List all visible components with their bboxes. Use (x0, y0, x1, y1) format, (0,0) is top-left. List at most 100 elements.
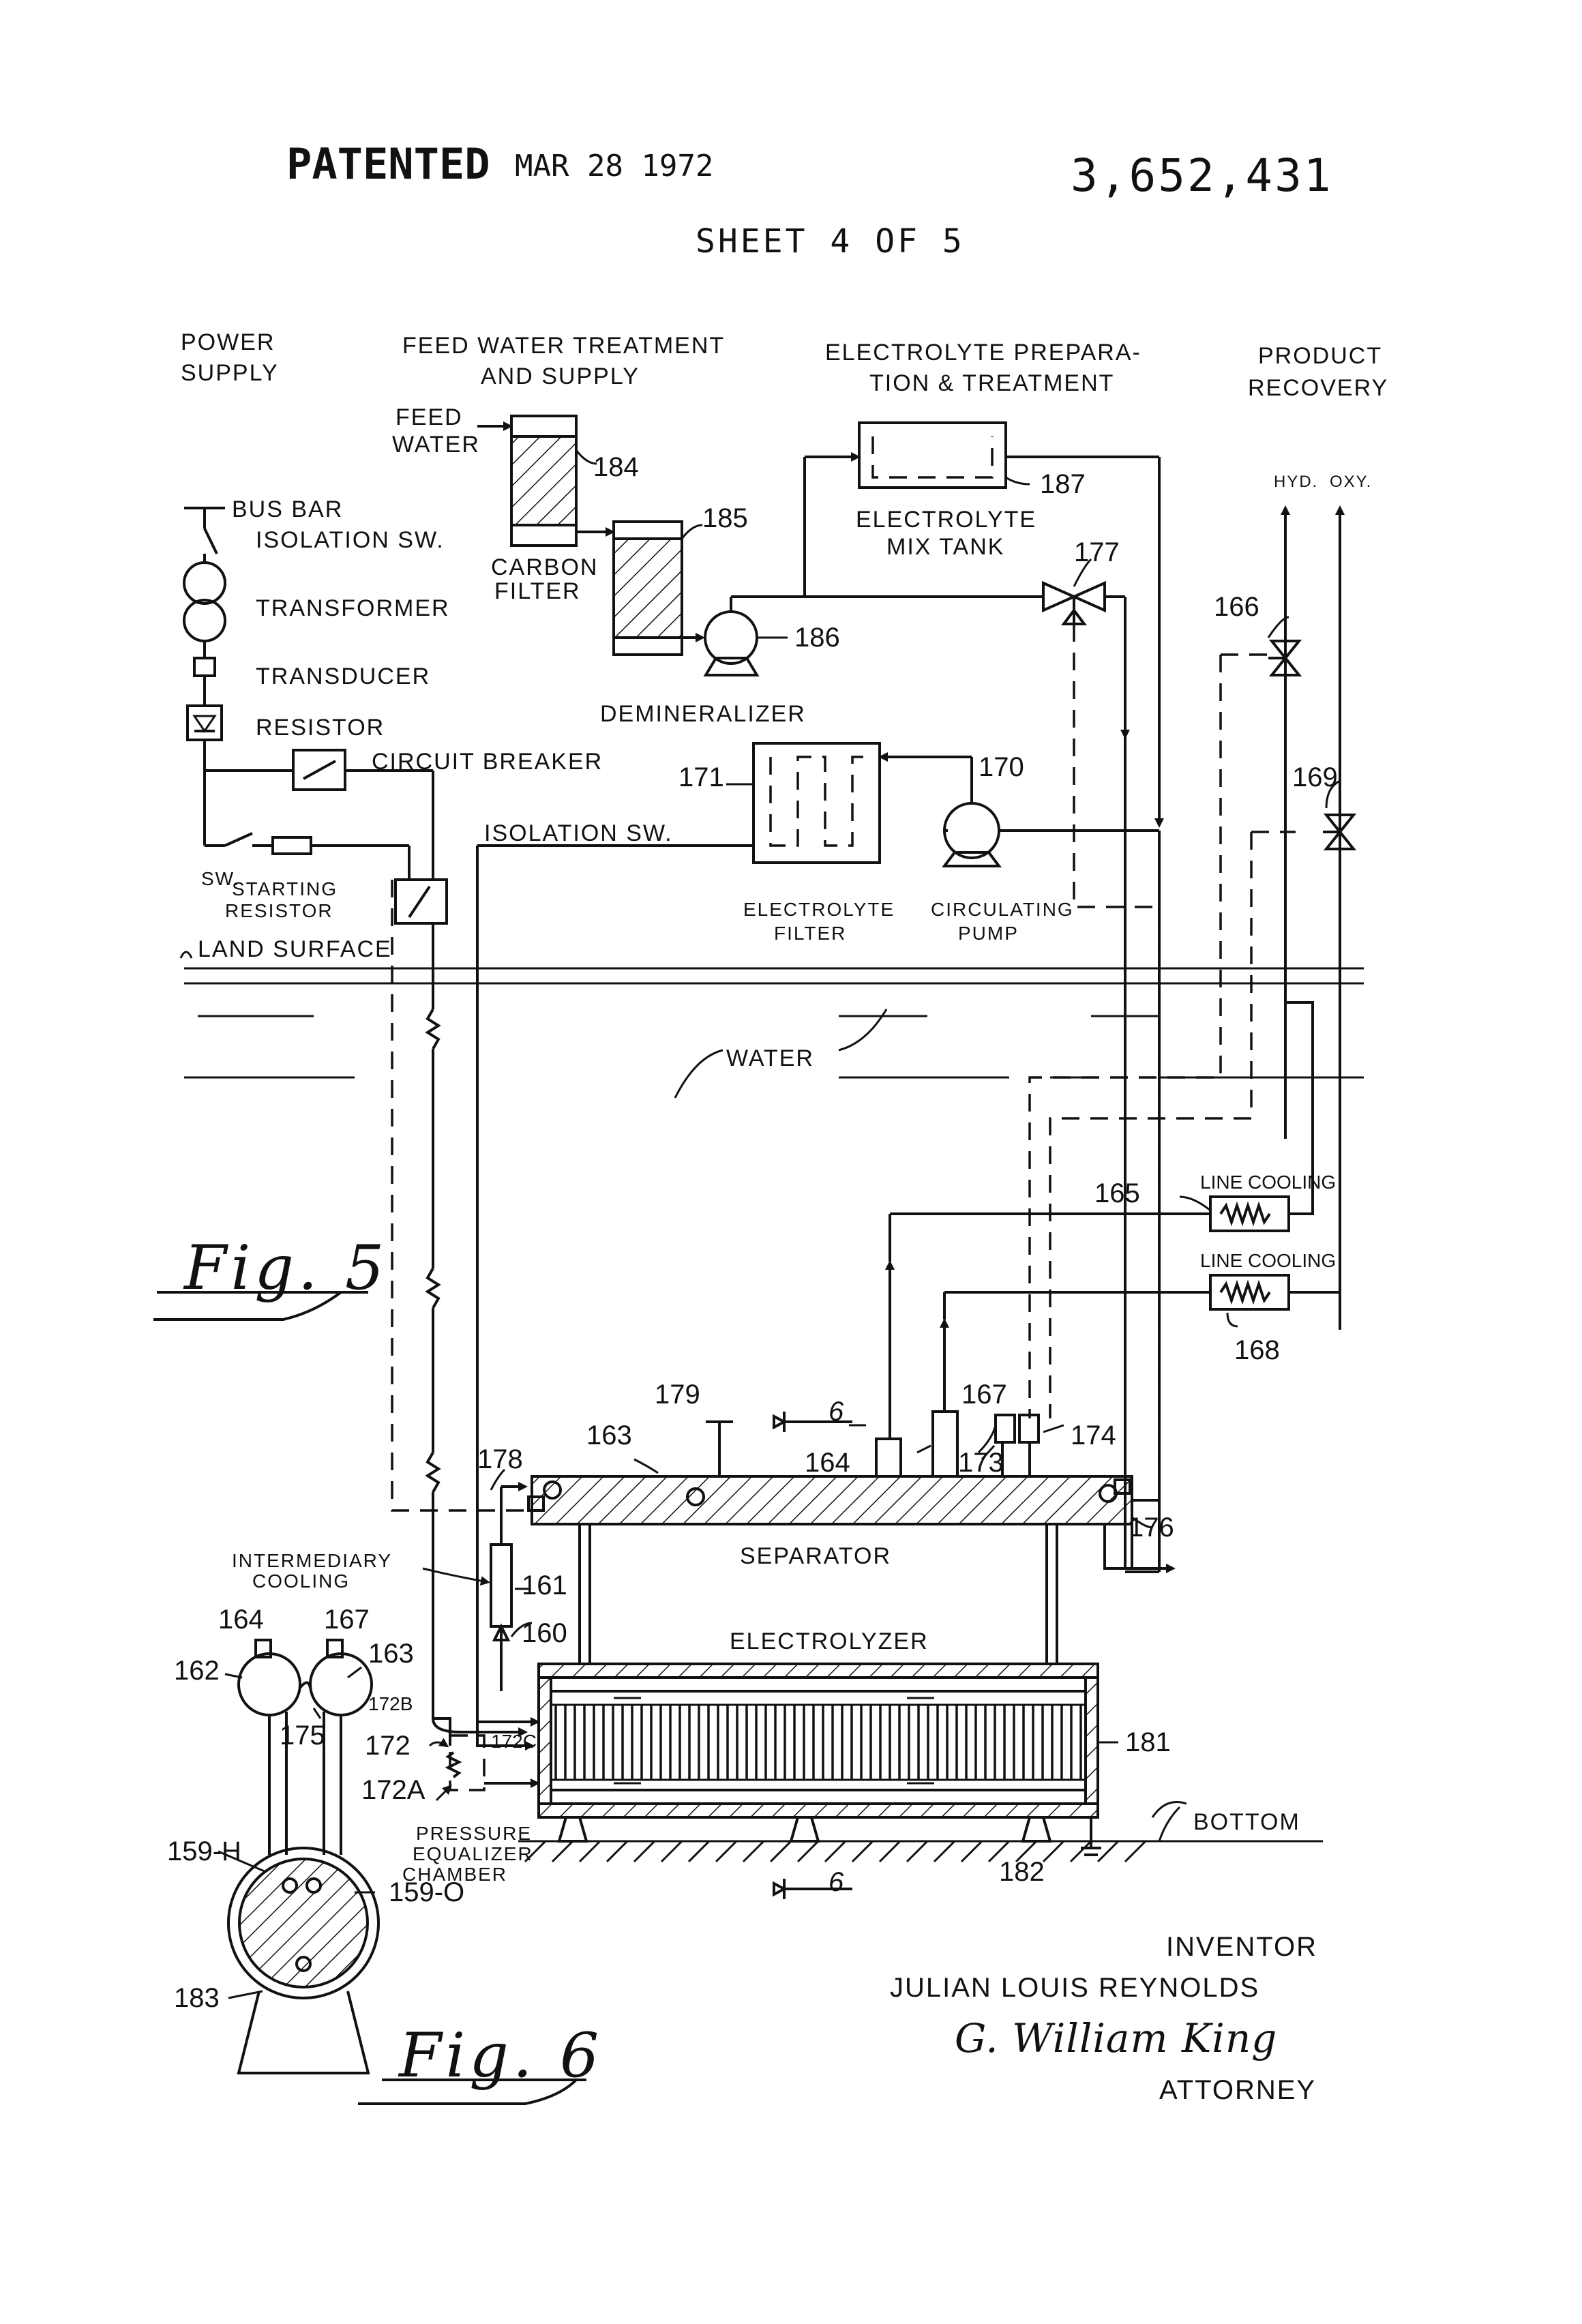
ref-172b: 172B (368, 1695, 413, 1714)
ref-159o: 159-O (389, 1879, 464, 1906)
section-power-2: SUPPLY (181, 361, 279, 385)
label-mix-tank-2: MIX TANK (886, 535, 1004, 558)
ref-182: 182 (999, 1858, 1045, 1886)
label-line-cooling-1: LINE COOLING (1200, 1173, 1336, 1192)
label-intermediary-cooling-2: COOLING (252, 1572, 350, 1591)
section-feed-1: FEED WATER TREATMENT (402, 334, 725, 357)
figure-6-label: Fig. 6 (399, 2025, 603, 2087)
label-demineralizer: DEMINERALIZER (600, 702, 806, 726)
label-electrolyte-filter-1: ELECTROLYTE (743, 900, 895, 919)
label-starting-resistor-2: RESISTOR (225, 902, 333, 921)
label-circulating-pump-1: CIRCULATING (931, 900, 1074, 919)
label-transformer: TRANSFORMER (256, 597, 450, 620)
section-feed-2: AND SUPPLY (481, 365, 640, 388)
label-mix-tank-1: ELECTROLYTE (856, 508, 1036, 531)
ref-171: 171 (678, 764, 724, 791)
label-hyd: HYD. (1274, 474, 1318, 490)
section-6-bottom: 6 (829, 1868, 844, 1896)
figure-5-label: Fig. 5 (184, 1238, 388, 1299)
ref-161: 161 (522, 1572, 567, 1599)
label-electrolyzer: ELECTROLYZER (730, 1630, 929, 1653)
label-bottom: BOTTOM (1193, 1811, 1300, 1834)
water-lines (181, 952, 1364, 1098)
label-feed-water-2: WATER (392, 433, 480, 456)
ref-179: 179 (655, 1381, 700, 1408)
ref-183: 183 (174, 1984, 220, 2012)
ref-162: 162 (174, 1657, 220, 1684)
ref-174: 174 (1071, 1422, 1116, 1449)
intermediary-cooling (423, 1487, 525, 1691)
ref-177: 177 (1074, 539, 1120, 566)
ref-175: 175 (280, 1722, 325, 1749)
label-isolation-sw: ISOLATION SW. (256, 528, 445, 552)
ref-164b: 164 (218, 1606, 264, 1633)
ref-185: 185 (702, 505, 748, 532)
label-water: WATER (726, 1047, 814, 1070)
resistor-icon (188, 706, 222, 740)
transformer-icon (184, 563, 225, 604)
separator-icon (532, 1476, 1132, 1524)
label-resistor: RESISTOR (256, 716, 385, 739)
label-land-surface: LAND SURFACE (198, 938, 392, 961)
label-oxy: OXY. (1330, 474, 1372, 490)
attorney-signature: G. William King (955, 2018, 1277, 2058)
ref-167: 167 (961, 1381, 1007, 1408)
label-pressure-equalizer-2: EQUALIZER (413, 1845, 533, 1864)
starting-resistor-icon (273, 837, 311, 854)
label-pressure-equalizer-1: PRESSURE (416, 1824, 532, 1843)
label-circuit-breaker: CIRCUIT BREAKER (372, 750, 603, 773)
section-6-top: 6 (829, 1398, 844, 1425)
ref-172c: 172C (491, 1732, 537, 1751)
label-starting-resistor-1: STARTING (232, 880, 338, 899)
label-transducer: TRANSDUCER (256, 665, 430, 688)
ref-159h: 159-H (167, 1838, 241, 1865)
power-supply-chain (184, 508, 525, 1732)
ref-172a: 172A (361, 1776, 425, 1804)
ref-160: 160 (522, 1620, 567, 1647)
transducer-icon (194, 658, 215, 676)
label-intermediary-cooling-1: INTERMEDIARY (232, 1551, 392, 1570)
ref-172: 172 (365, 1732, 411, 1759)
ref-187: 187 (1040, 471, 1086, 498)
ref-163: 163 (586, 1422, 632, 1449)
patented-stamp: PATENTED (286, 143, 490, 185)
ref-178: 178 (477, 1446, 523, 1473)
ref-167b: 167 (324, 1606, 370, 1633)
inventor-title: INVENTOR (1166, 1933, 1317, 1961)
label-carbon-filter-2: FILTER (494, 580, 581, 603)
ref-166: 166 (1214, 593, 1259, 621)
ref-186: 186 (794, 624, 840, 651)
ref-170: 170 (979, 754, 1024, 781)
label-circulating-pump-2: PUMP (958, 924, 1019, 943)
ref-165: 165 (1094, 1180, 1140, 1207)
ref-168: 168 (1234, 1337, 1280, 1364)
section-electrolyte-1: ELECTROLYTE PREPARA- (825, 341, 1141, 364)
section-product-2: RECOVERY (1248, 376, 1388, 400)
label-line-cooling-2: LINE COOLING (1200, 1251, 1336, 1270)
label-bus-bar: BUS BAR (232, 498, 343, 521)
ref-176: 176 (1129, 1514, 1174, 1541)
section-power-1: POWER (181, 331, 275, 354)
patent-number: 3,652,431 (1071, 153, 1333, 198)
intermediary-cooling-icon (491, 1545, 511, 1626)
ref-181: 181 (1125, 1729, 1171, 1756)
label-feed-water-1: FEED (395, 406, 463, 429)
fig6-tank (218, 1640, 378, 2073)
label-separator: SEPARATOR (740, 1545, 891, 1568)
ref-173: 173 (958, 1449, 1004, 1476)
inventor-name: JULIAN LOUIS REYNOLDS (890, 1974, 1259, 2001)
ref-169: 169 (1292, 764, 1338, 791)
patent-date: MAR 28 1972 (515, 151, 713, 181)
label-carbon-filter-1: CARBON (491, 556, 598, 579)
label-isolation-sw-2: ISOLATION SW. (484, 822, 673, 845)
demineralizer-pump-icon (705, 612, 757, 664)
product-recovery (890, 508, 1354, 1439)
ref-163b: 163 (368, 1640, 414, 1667)
sheet-number: SHEET 4 OF 5 (696, 225, 965, 258)
section-electrolyte-2: TION & TREATMENT (869, 372, 1114, 395)
attorney-title: ATTORNEY (1159, 2076, 1316, 2104)
ref-184: 184 (593, 453, 639, 481)
ref-164: 164 (805, 1449, 850, 1476)
circulating-pump-icon (944, 803, 999, 858)
